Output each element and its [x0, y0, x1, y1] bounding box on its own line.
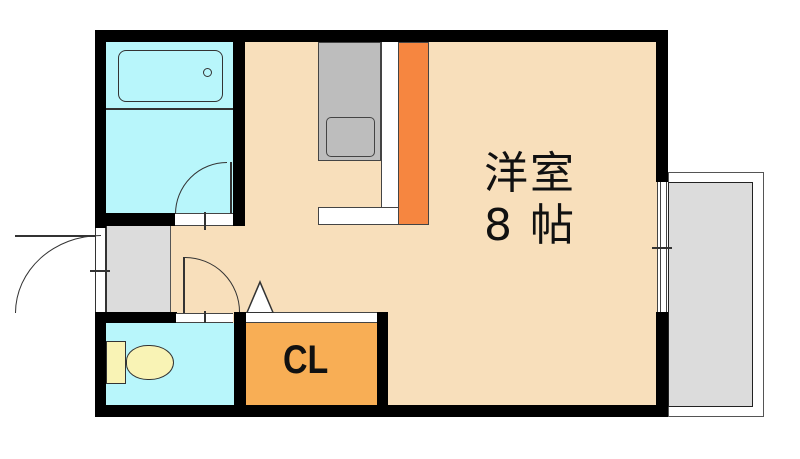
main-room-label: 洋室 8 帖	[455, 148, 605, 252]
bath-divider	[106, 108, 234, 110]
wall-left-lower	[95, 313, 106, 417]
toilet-bowl-icon	[126, 345, 174, 380]
stove-burner-icon	[326, 117, 375, 157]
closet	[246, 323, 377, 405]
bath-door-edge	[230, 162, 232, 214]
entrance-door-tick	[90, 270, 110, 272]
toilet-door-tick	[204, 311, 206, 329]
wall-bath-bottom	[95, 213, 175, 226]
balcony-floor	[668, 182, 753, 407]
toilet-door-edge	[183, 257, 185, 314]
bathtub-icon	[118, 50, 223, 102]
wall-bath-right	[233, 30, 245, 226]
closet-door-opening[interactable]	[246, 312, 377, 323]
bath-door-tick	[204, 212, 206, 230]
wall-toilet-top	[95, 312, 177, 324]
wall-closet-right	[377, 312, 388, 417]
drain-icon	[203, 68, 212, 77]
wall-top	[95, 30, 668, 42]
wall-right-lower	[656, 312, 668, 417]
closet-label: CL	[282, 338, 329, 382]
entry-arrow-fill	[248, 284, 272, 312]
window-handle	[652, 247, 672, 249]
kitchen-counter-white	[381, 42, 399, 225]
entrance-door-leaf	[15, 235, 95, 237]
kitchen-stove	[318, 42, 381, 161]
room-size-text: 8 帖	[484, 200, 576, 251]
kitchen-counter-orange	[398, 42, 429, 225]
toilet-tank-icon	[106, 341, 126, 384]
wall-right-upper	[656, 30, 668, 182]
wall-left-upper	[95, 30, 106, 228]
wall-toilet-right	[234, 312, 246, 417]
entrance-genkan	[106, 226, 171, 314]
kitchen-counter-base	[318, 207, 399, 225]
room-type-text: 洋室	[484, 148, 576, 199]
